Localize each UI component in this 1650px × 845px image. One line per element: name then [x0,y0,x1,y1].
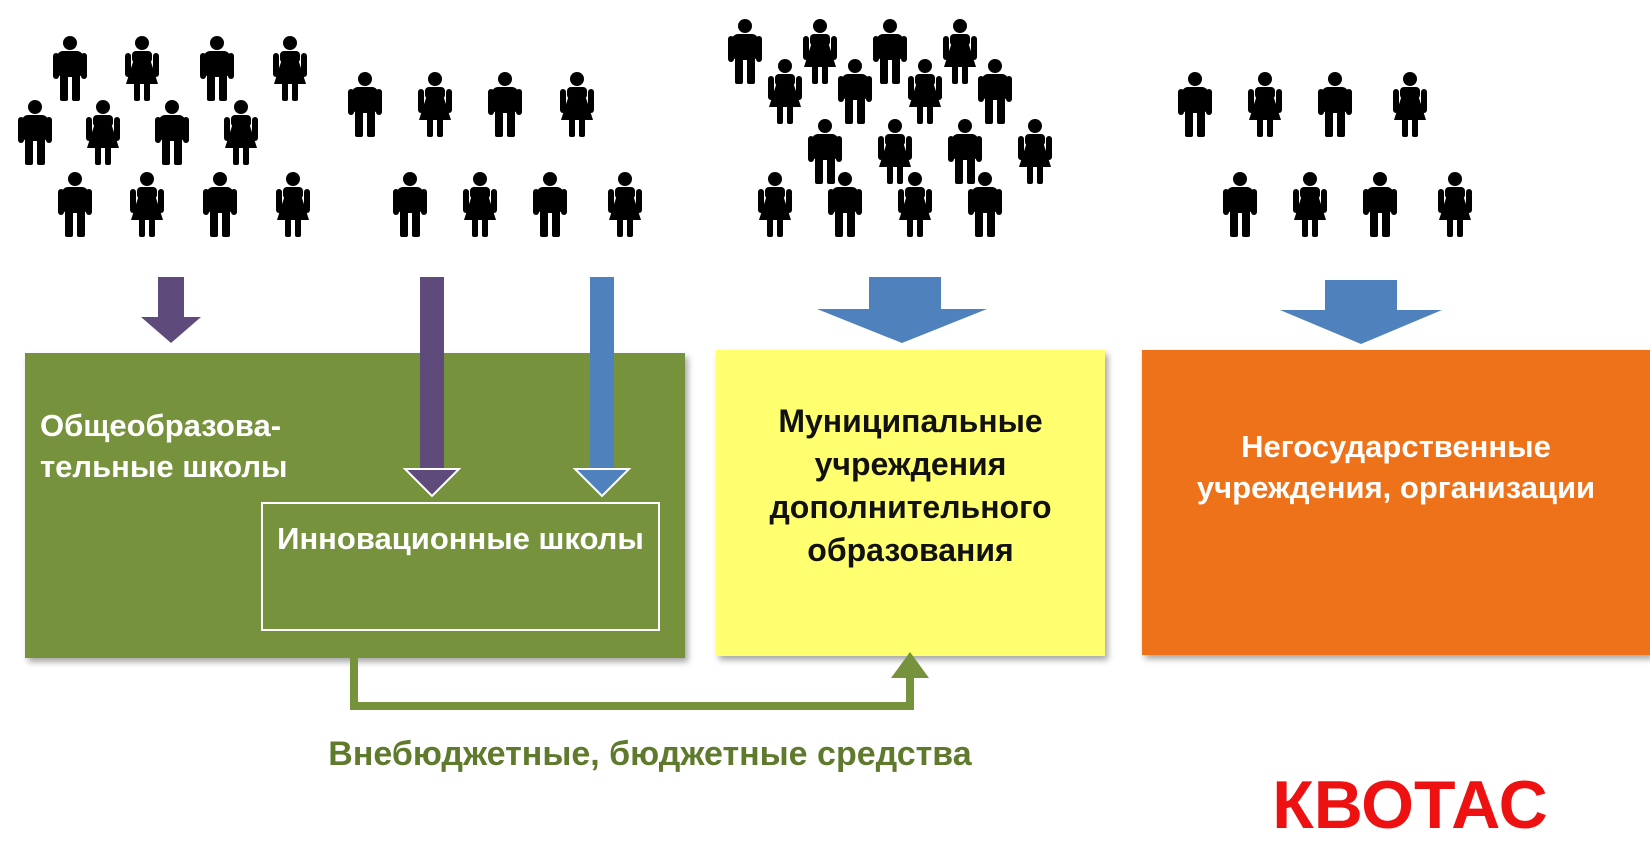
brand-label: КВОТАС [1272,767,1548,843]
general-schools-box [25,353,685,658]
arrows-layer [141,277,1442,710]
municipal-institutions-box [716,350,1105,656]
nongovernmental-institutions-box [1142,350,1650,655]
arrow-down-icon [572,277,632,498]
funding-label: Внебюджетные, бюджетные средства [328,735,972,773]
arrow-up-icon [891,652,929,678]
innovative-schools-label: Инновационные школы [277,521,644,556]
nongovernmental-institutions-label: Негосударственные учреждения, организаци… [1196,429,1596,505]
general-schools-label: Общеобразова-тельные школы [40,408,288,484]
arrow-down-icon [1280,280,1442,344]
municipal-institutions-label: Муниципальные учреждения дополнительного… [769,403,1052,568]
funding-connector [350,652,929,710]
arrow-down-icon [817,277,987,343]
arrow-down-icon [402,277,462,498]
arrow-down-icon [141,277,201,343]
innovative-schools-box [261,502,660,631]
